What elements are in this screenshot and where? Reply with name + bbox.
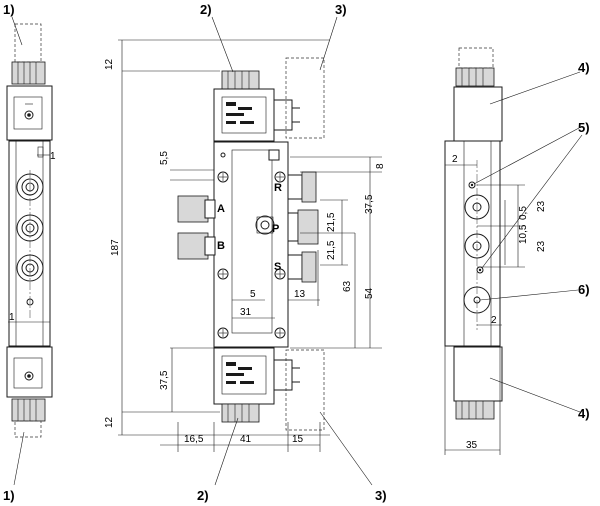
center-bottom-coil-nut [221, 403, 260, 423]
dim-2-bottom: 2 [491, 315, 497, 326]
dim-31: 31 [240, 307, 252, 318]
callout-2-bottom: 2) [197, 488, 209, 503]
right-top-coil-nut [455, 67, 495, 87]
dim-10-5: 10,5 [518, 224, 529, 244]
dim-15: 15 [292, 434, 304, 445]
callout-3-top: 3) [335, 2, 347, 17]
right-rear-view [444, 47, 525, 455]
fitting-A [177, 195, 209, 223]
right-bottom-coil-nut [455, 400, 495, 420]
callout-5: 5) [578, 120, 590, 135]
callout-4-top: 4) [578, 60, 590, 75]
center-dimensions [118, 39, 382, 452]
fitting-P [297, 209, 319, 245]
right-top-solenoid [453, 86, 503, 142]
callout-3-bottom: 3) [375, 488, 387, 503]
left-bottom-coil-nut [11, 398, 46, 422]
center-top-coil-nut [221, 70, 260, 90]
callout-4-bottom: 4) [578, 406, 590, 421]
dim-5-5: 5,5 [159, 151, 170, 165]
port-label-B: B [217, 240, 225, 252]
dim-16-5: 16,5 [184, 434, 204, 445]
center-valve-body [213, 141, 289, 348]
left-side-view: 1 1 [6, 23, 56, 438]
dim-187: 187 [110, 239, 121, 256]
left-top-coil-nut [11, 61, 46, 85]
dim-21-5-b: 21,5 [326, 240, 337, 260]
fitting-R [301, 171, 317, 203]
dim-23-b: 23 [536, 240, 547, 252]
port-label-R: R [274, 182, 282, 194]
dim-54: 54 [364, 287, 375, 299]
fitting-S [301, 251, 317, 283]
dim-1-bottom: 1 [9, 312, 15, 323]
dim-1-top: 1 [50, 151, 56, 162]
dim-23-a: 23 [536, 200, 547, 212]
dim-35: 35 [466, 440, 478, 451]
dim-5: 5 [250, 289, 256, 300]
dim-8: 8 [375, 163, 386, 169]
callout-1-top: 1) [3, 2, 15, 17]
dim-12-top: 12 [104, 58, 115, 70]
left-top-solenoid [6, 85, 53, 141]
dim-37-5-upper: 37,5 [364, 194, 375, 214]
fitting-B [177, 232, 209, 260]
callout-1-bottom: 1) [3, 488, 15, 503]
dim-21-5-a: 21,5 [326, 212, 337, 232]
dim-63: 63 [342, 280, 353, 292]
dim-12-bottom: 12 [104, 416, 115, 428]
port-label-P: P [272, 223, 279, 235]
right-bottom-solenoid [453, 346, 503, 402]
center-front-view [177, 57, 325, 431]
dim-37-5-lower: 37,5 [159, 370, 170, 390]
callout-6: 6) [578, 282, 590, 297]
left-valve-body [8, 140, 51, 347]
dim-13: 13 [294, 289, 306, 300]
port-label-S: S [274, 261, 281, 273]
callout-2-top: 2) [200, 2, 212, 17]
dim-41: 41 [240, 434, 252, 445]
dim-2-top: 2 [452, 154, 458, 165]
port-label-A: A [217, 203, 225, 215]
